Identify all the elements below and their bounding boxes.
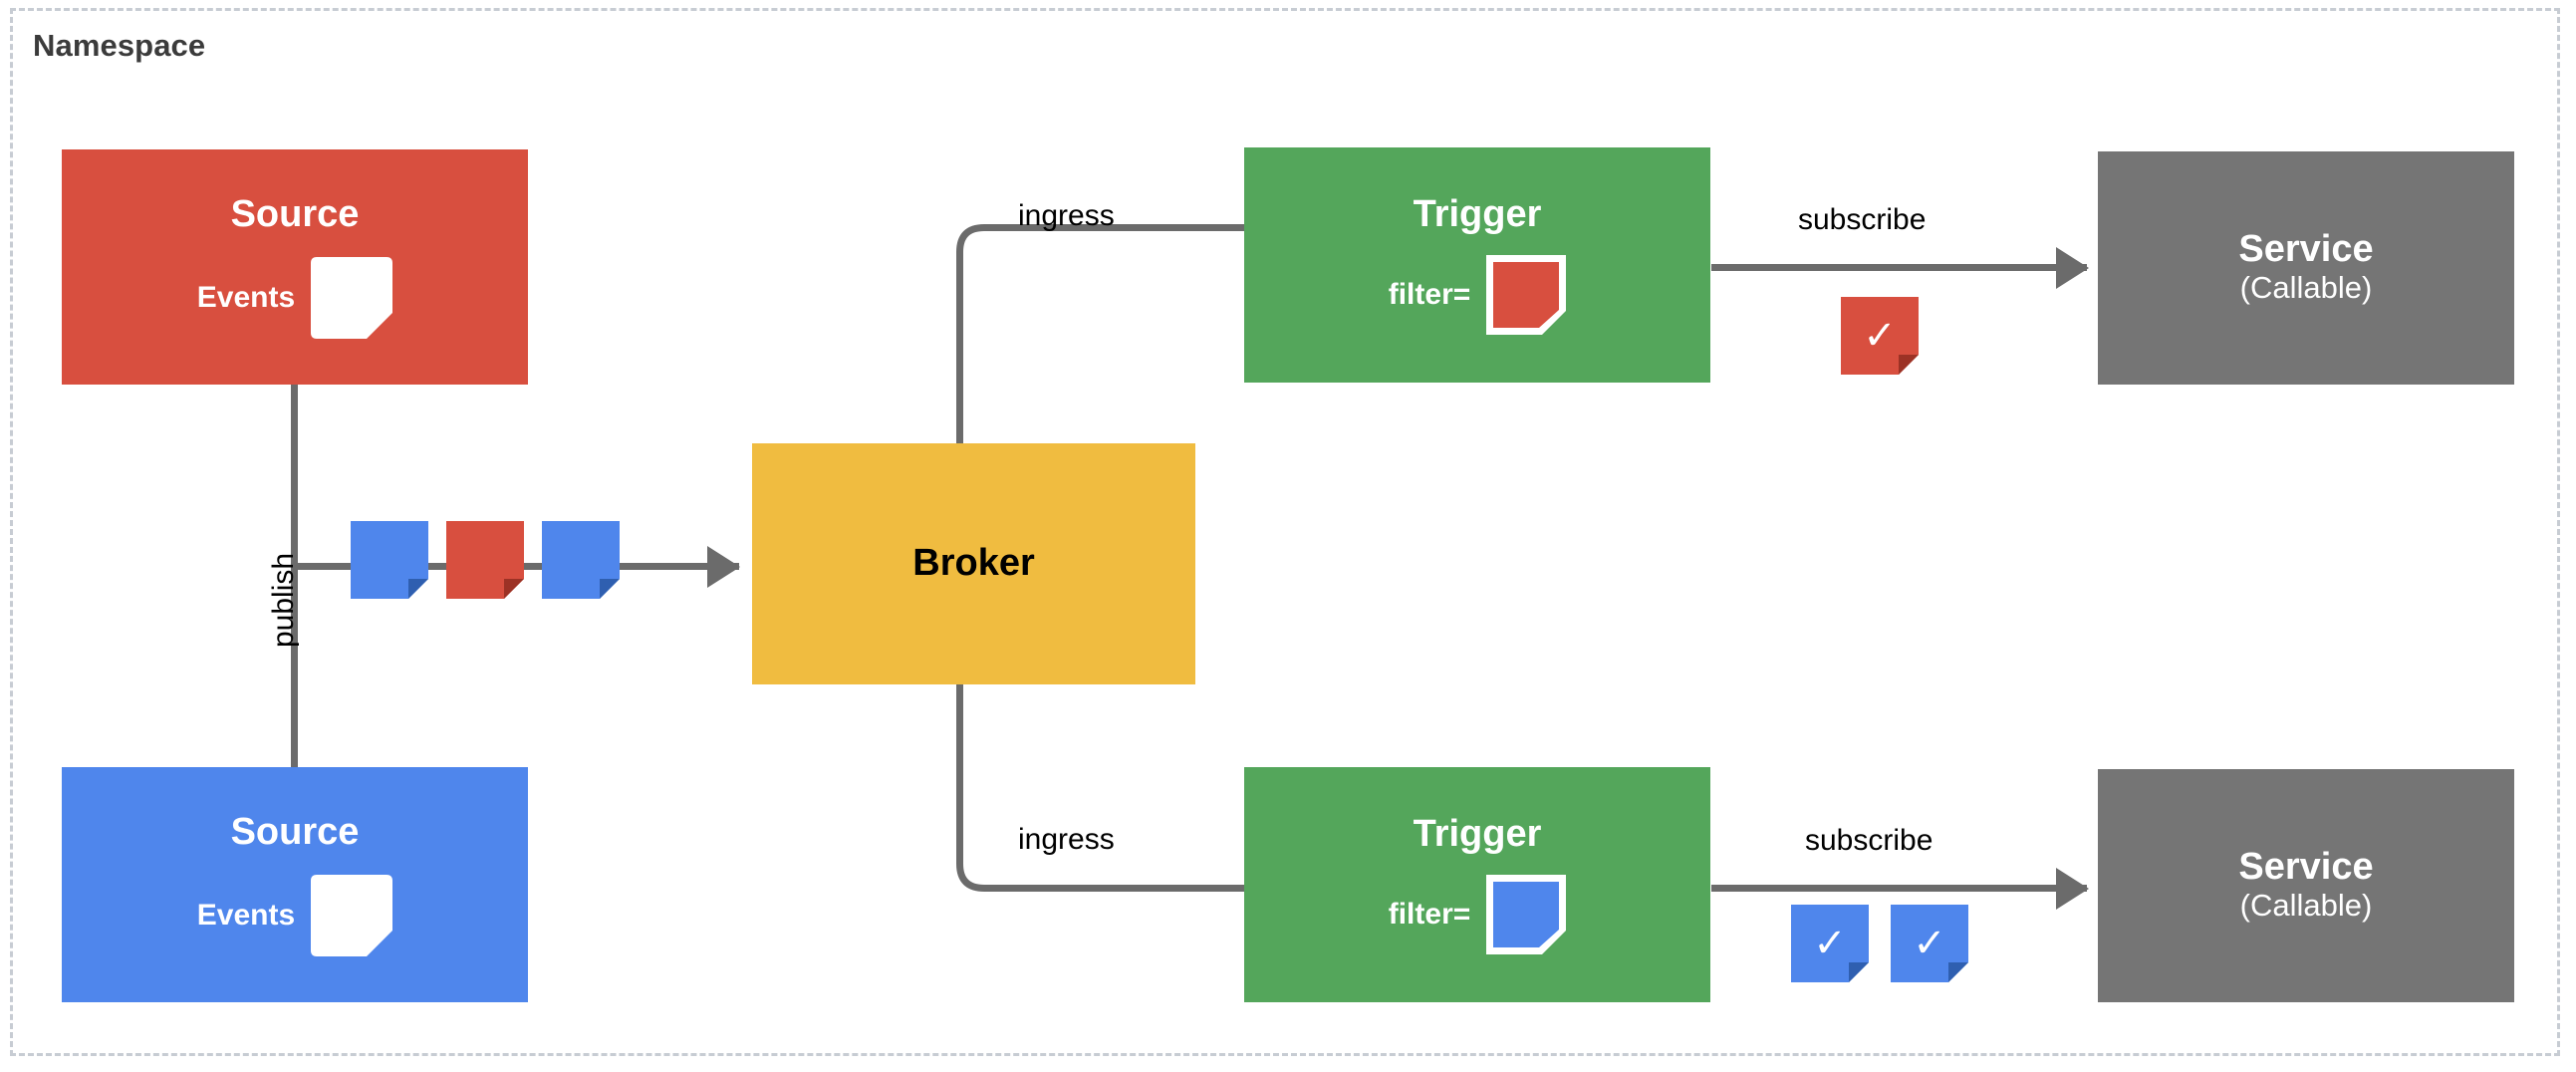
node-trigger-top[interactable]: Trigger filter= [1244, 147, 1710, 383]
connector-ingress-bottom-elbow [956, 682, 1016, 892]
event-card-red-icon [1486, 254, 1567, 335]
node-service-bottom[interactable]: Service (Callable) [2098, 769, 2514, 1002]
node-trigger-bottom[interactable]: Trigger filter= [1244, 767, 1710, 1002]
arrowhead-subscribe-top [2056, 247, 2089, 289]
trigger-top-filter-label: filter= [1388, 277, 1471, 311]
trigger-top-title: Trigger [1413, 193, 1542, 236]
event-stream [351, 521, 620, 599]
node-service-top[interactable]: Service (Callable) [2098, 151, 2514, 385]
source-blue-events-label: Events [196, 898, 296, 932]
source-blue-title: Source [230, 811, 360, 854]
connector-ingress-top-run [1010, 224, 1245, 231]
edge-label-subscribe-bottom: subscribe [1805, 824, 1933, 857]
event-card-blue-check-icon: ✓ [1891, 905, 1968, 982]
namespace-label: Namespace [33, 28, 206, 63]
edge-label-subscribe-top: subscribe [1798, 203, 1927, 236]
source-blue-events-row: Events [196, 874, 393, 956]
broker-title: Broker [912, 542, 1035, 585]
arrowhead-subscribe-bottom [2056, 868, 2089, 910]
delivered-events-top: ✓ [1841, 297, 1919, 375]
connector-ingress-top-elbow [956, 224, 1016, 453]
event-card-red-icon [446, 521, 524, 599]
service-top-title: Service [2238, 228, 2374, 271]
event-card-red-check-icon: ✓ [1841, 297, 1919, 375]
connector-subscribe-top [1711, 264, 2087, 271]
delivered-events-bottom: ✓ ✓ [1791, 905, 1968, 982]
node-source-red[interactable]: Source Events [62, 149, 528, 385]
source-red-events-label: Events [196, 280, 296, 314]
node-source-blue[interactable]: Source Events [62, 767, 528, 1002]
trigger-bottom-filter-row: filter= [1388, 874, 1567, 954]
connector-subscribe-bottom [1711, 885, 2087, 892]
event-card-blue-check-icon: ✓ [1791, 905, 1869, 982]
service-bottom-title: Service [2238, 846, 2374, 889]
trigger-bottom-title: Trigger [1413, 813, 1542, 856]
edge-label-ingress-bottom: ingress [1018, 823, 1115, 856]
source-red-title: Source [230, 193, 360, 236]
event-card-blue-icon [542, 521, 620, 599]
namespace-boundary [10, 8, 2560, 1056]
connector-ingress-bottom-run [1010, 885, 1245, 892]
service-bottom-subtitle: (Callable) [2239, 888, 2373, 924]
arrowhead-publish [707, 546, 740, 588]
trigger-bottom-filter-label: filter= [1388, 897, 1471, 931]
source-red-events-row: Events [196, 256, 393, 339]
service-top-subtitle: (Callable) [2239, 270, 2373, 306]
connector-publish-spine [291, 235, 298, 779]
trigger-top-filter-row: filter= [1388, 254, 1567, 335]
event-card-blue-icon [1486, 874, 1567, 954]
node-broker[interactable]: Broker [752, 443, 1195, 684]
edge-label-publish: publish [267, 552, 300, 648]
event-card-blue-icon [351, 521, 428, 599]
edge-label-ingress-top: ingress [1018, 199, 1115, 232]
event-card-white-icon [311, 256, 393, 339]
event-card-white-icon [311, 874, 393, 956]
